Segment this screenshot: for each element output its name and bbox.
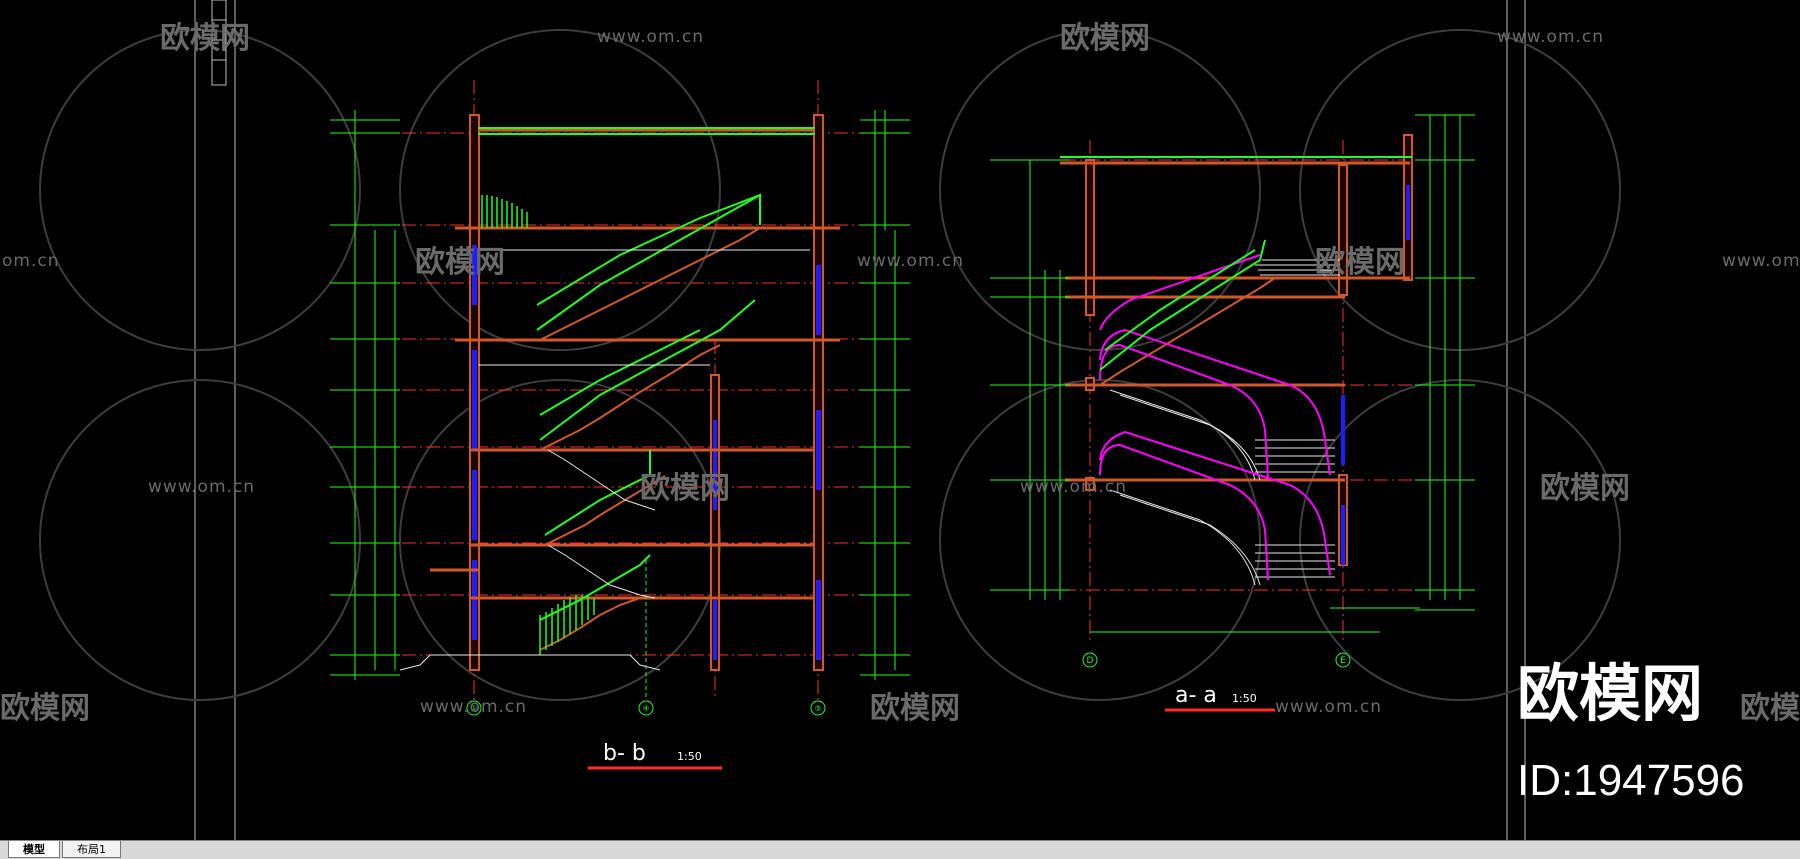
section-aa-scale: 1:50 bbox=[1232, 692, 1257, 705]
layout-tab-bar: 模型 布局1 bbox=[0, 840, 1800, 859]
axis-bubble-e: E bbox=[1340, 656, 1346, 666]
watermark-brand: 欧模网 bbox=[1540, 471, 1630, 506]
watermark-brand: 欧模网 bbox=[415, 245, 505, 280]
section-aa-title: a- a bbox=[1175, 683, 1217, 708]
tab-layout-1[interactable]: 布局1 bbox=[62, 841, 121, 858]
watermark-url: www.om.cn bbox=[420, 697, 527, 717]
brand-stamp: 欧模网 ID:1947596 bbox=[1517, 657, 1745, 805]
watermark-url: www.om.cn bbox=[1020, 477, 1127, 497]
watermark-url: om.cn bbox=[2, 251, 60, 271]
watermark-url: www.om.cn bbox=[148, 477, 255, 497]
watermark-layer: 欧模网 欧模网 欧模网 欧模网 欧模网 欧模网 欧模网 欧模网 欧模网 www.… bbox=[0, 21, 1800, 726]
section-aa: D E a- a 1:50 bbox=[990, 114, 1475, 712]
watermark-url: www.om.cn bbox=[1275, 697, 1382, 717]
watermark-brand: 欧模网 bbox=[1060, 21, 1150, 56]
watermark-brand: 欧模网 bbox=[640, 471, 730, 506]
watermark-brand: 欧模网 bbox=[160, 21, 250, 56]
watermark-brand: 欧模网 bbox=[870, 691, 960, 726]
watermark-circles bbox=[39, 29, 1621, 701]
watermark-url: www.om.cn bbox=[1722, 251, 1800, 271]
section-bb: ① ④ ⑤ b- b 1:50 bbox=[330, 80, 910, 770]
watermark-url: www.om.cn bbox=[857, 251, 964, 271]
cad-canvas[interactable]: ① ④ ⑤ b- b 1:50 bbox=[0, 0, 1800, 840]
watermark-brand: 欧模网 bbox=[0, 691, 90, 726]
watermark-brand: 欧模网 bbox=[1315, 245, 1405, 280]
brand-logo-text: 欧模网 bbox=[1517, 657, 1703, 730]
axis-bubble-5: ⑤ bbox=[814, 704, 821, 713]
watermark-url: www.om.cn bbox=[1497, 27, 1604, 47]
axis-bubble-d: D bbox=[1087, 656, 1094, 666]
section-bb-title: b- b bbox=[603, 741, 646, 766]
watermark-url: www.om.cn bbox=[597, 27, 704, 47]
model-id: ID:1947596 bbox=[1517, 756, 1745, 805]
section-bb-scale: 1:50 bbox=[677, 750, 702, 763]
tab-model[interactable]: 模型 bbox=[8, 841, 60, 858]
watermark-brand: 欧模网 bbox=[1740, 691, 1800, 726]
axis-bubble-4: ④ bbox=[642, 704, 649, 713]
axis-bubble-1: ① bbox=[470, 704, 477, 713]
drawing-svg: ① ④ ⑤ b- b 1:50 bbox=[0, 0, 1800, 840]
